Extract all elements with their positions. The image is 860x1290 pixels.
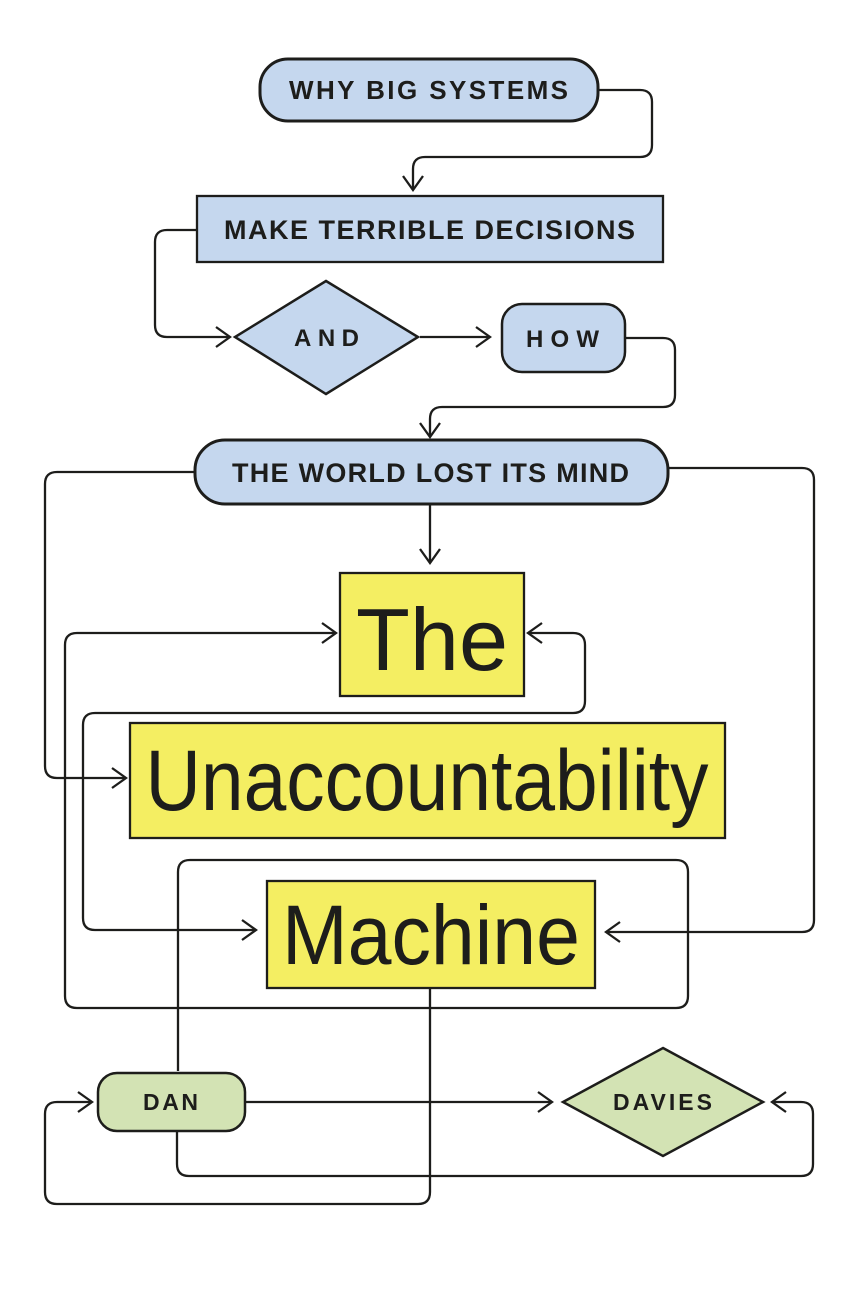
node-how-label: HOW: [526, 326, 600, 353]
node-the-world-lost-its-mind: THE WORLD LOST ITS MIND: [193, 438, 670, 506]
title-unaccountability-text: Unaccountability: [146, 733, 709, 829]
arrowhead-into-the-top: [419, 548, 441, 565]
title-machine-text: Machine: [282, 888, 580, 982]
arrowhead-into-make: [402, 175, 424, 192]
node-how-box: [500, 302, 627, 374]
arrowhead-into-davies-right: [770, 1091, 787, 1113]
connector-dan-bottom-to-davies-right: [175, 1100, 815, 1178]
title-unaccountability-box: [128, 721, 727, 840]
connector-why-to-make: [411, 88, 654, 188]
connector-make-to-and: [153, 228, 228, 339]
node-make-terrible-decisions-label: MAKE TERRIBLE DECISIONS: [224, 215, 636, 245]
node-make-terrible-decisions: MAKE TERRIBLE DECISIONS: [195, 194, 665, 264]
arrowhead-into-dan-left: [77, 1091, 94, 1113]
arrowhead-into-davies-left: [537, 1091, 554, 1113]
author-dan-label: DAN: [143, 1089, 199, 1115]
node-the-world-lost-its-mind-box: [193, 438, 670, 506]
node-title-machine: Machine: [265, 879, 597, 990]
node-how: HOW: [500, 302, 627, 374]
node-why-big-systems-box: [258, 57, 600, 123]
author-davies-label: DAVIES: [613, 1089, 713, 1115]
node-and-label: AND: [294, 325, 360, 352]
node-author-davies: DAVIES: [560, 1046, 766, 1158]
arrowhead-into-machine-right: [604, 921, 621, 943]
node-make-terrible-decisions-box: [195, 194, 665, 264]
arrowhead-into-world: [419, 422, 441, 439]
connector-how-to-world: [428, 336, 677, 435]
node-why-big-systems: WHY BIG SYSTEMS: [258, 57, 600, 123]
arrowhead-into-the-left: [321, 622, 338, 644]
connector-loop-the-left-to-dan-top: [63, 631, 690, 1071]
arrowhead-into-how: [475, 326, 492, 348]
title-machine-box: [265, 879, 597, 990]
node-the-world-lost-its-mind-label: THE WORLD LOST ITS MIND: [232, 458, 630, 488]
arrowhead-into-machine-left: [241, 919, 258, 941]
connector-world-left-to-unaccountability: [43, 470, 195, 780]
connector-loop-the-right-to-machine-left: [81, 631, 587, 932]
node-title-the: The: [338, 571, 526, 698]
node-why-big-systems-label: WHY BIG SYSTEMS: [289, 75, 569, 105]
node-and-diamond: [232, 279, 421, 396]
arrowhead-into-unaccountability: [111, 767, 128, 789]
connector-lines: [43, 88, 816, 1206]
arrowhead-into-the-right: [526, 622, 543, 644]
title-the-text: The: [356, 590, 508, 689]
node-title-unaccountability: Unaccountability: [128, 721, 727, 840]
connector-machine-bottom-to-dan-left: [43, 988, 432, 1206]
node-and: AND: [232, 279, 421, 396]
author-davies-diamond: [560, 1046, 766, 1158]
node-author-dan: DAN: [96, 1071, 247, 1133]
author-dan-box: [96, 1071, 247, 1133]
title-the-box: [338, 571, 526, 698]
connector-world-right-to-machine: [608, 466, 816, 934]
arrowhead-into-and: [215, 326, 232, 348]
